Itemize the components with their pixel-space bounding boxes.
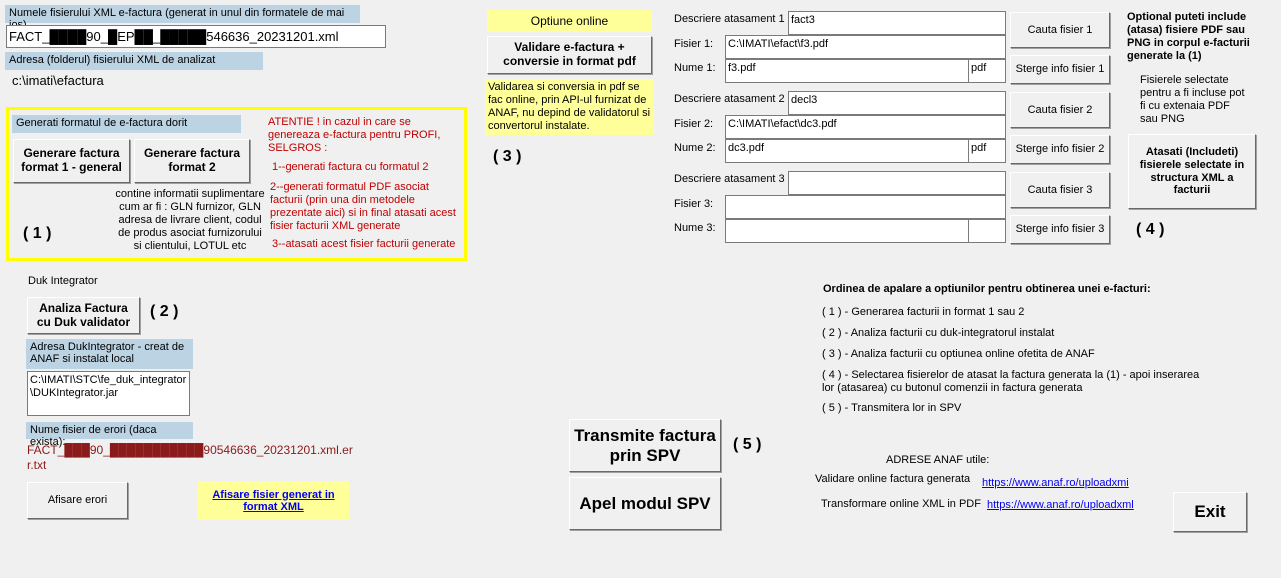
anaf-convert-link[interactable]: https://www.anaf.ro/uploadxml: [987, 499, 1134, 511]
step-5-marker: ( 5 ): [733, 436, 762, 453]
attach3-file-label: Fisier 3:: [674, 198, 714, 210]
format2-info-text: contine informatii suplimentare cum ar f…: [115, 188, 265, 252]
attach1-desc-input[interactable]: fact3: [788, 11, 1006, 35]
order-step5: ( 5 ) - Transmitera lor in SPV: [822, 402, 962, 414]
generate-group-title: Generati formatul de e-factura dorit: [12, 115, 241, 133]
attach3-desc-input[interactable]: [788, 171, 1006, 195]
order-step4b: lor (atasarea) cu butonul comenzii in fa…: [822, 382, 1083, 394]
transmit-spv-button[interactable]: Transmite factura prin SPV: [569, 419, 721, 472]
attention-step3: 3--atasati acest fisier facturii generat…: [272, 238, 456, 250]
anaf-validate-link[interactable]: https://www.anaf.ro/uploadxmi: [982, 477, 1129, 489]
attach1-name-input[interactable]: f3.pdf: [725, 59, 969, 83]
duk-address-line2: \DUKIntegrator.jar: [30, 387, 119, 399]
order-step1: ( 1 ) - Generarea facturii in format 1 s…: [822, 306, 1025, 318]
optional-attach-note: Optional puteti include (atasa) fisiere …: [1127, 11, 1250, 62]
folder-label: Adresa (folderul) fisierului XML de anal…: [5, 52, 263, 70]
step-1-marker: ( 1 ): [23, 225, 52, 242]
file-types-note: Fisierele selectate pentru a fi incluse …: [1140, 74, 1245, 125]
attach2-file-label: Fisier 2:: [674, 118, 714, 130]
attention-text: ATENTIE ! in cazul in care se genereaza …: [268, 116, 441, 154]
online-option-title: Optiune online: [487, 10, 652, 32]
show-xml-link-box: Afisare fisier generat in format XML: [198, 481, 349, 520]
generate-format1-button[interactable]: Generare factura format 1 - general: [13, 139, 130, 183]
attention-step2: 2--generati formatul PDF asociat facturi…: [270, 181, 456, 232]
online-info-text: Validarea si conversia in pdf se fac onl…: [485, 79, 654, 135]
step-2-marker: ( 2 ): [150, 303, 179, 320]
order-title: Ordinea de apalare a optiunilor pentru o…: [823, 283, 1151, 295]
generate-format2-button[interactable]: Generare factura format 2: [134, 139, 250, 183]
error-file-label: Nume fisier de erori (daca exista):: [26, 422, 193, 448]
error-file-value: FACT_███90_███████████90546636_20231201.…: [27, 443, 353, 472]
xml-name-label: Numele fisierului XML e-factura (generat…: [5, 5, 360, 31]
attach2-desc-input[interactable]: decl3: [788, 91, 1006, 115]
step-4-marker: ( 4 ): [1136, 221, 1165, 238]
clear-file1-button[interactable]: Sterge info fisier 1: [1010, 55, 1110, 84]
show-errors-button[interactable]: Afisare erori: [27, 482, 128, 519]
step-3-marker: ( 3 ): [493, 148, 522, 165]
attach3-file-input[interactable]: [725, 195, 1006, 219]
anaf-title: ADRESE ANAF utile:: [886, 454, 990, 466]
show-xml-link[interactable]: Afisare fisier generat in format XML: [212, 488, 335, 513]
duk-analyze-button[interactable]: Analiza Factura cu Duk validator: [27, 297, 140, 334]
attention-step1: 1--generati factura cu formatul 2: [272, 161, 429, 173]
attach2-ext-input[interactable]: pdf: [968, 139, 1006, 163]
attach1-file-input[interactable]: C:\IMATI\efact\f3.pdf: [725, 35, 1006, 59]
order-step4a: ( 4 ) - Selectarea fisierelor de atasat …: [822, 369, 1200, 381]
duk-address-input[interactable]: C:\IMATI\STC\fe_duk_integrator \DUKInteg…: [27, 371, 190, 416]
attach2-name-input[interactable]: dc3.pdf: [725, 139, 969, 163]
anaf-validate-label: Validare online factura generata: [815, 473, 971, 485]
attach3-desc-label: Descriere atasament 3: [674, 173, 785, 185]
attach1-desc-label: Descriere atasament 1: [674, 13, 785, 25]
duk-label: Duk Integrator: [28, 275, 98, 287]
spv-module-button[interactable]: Apel modul SPV: [569, 477, 721, 530]
attach1-file-label: Fisier 1:: [674, 38, 714, 50]
search-file3-button[interactable]: Cauta fisier 3: [1010, 172, 1110, 208]
xml-name-input[interactable]: FACT_████90_█EP██_█████546636_20231201.x…: [6, 25, 386, 48]
online-validate-button[interactable]: Validare e-factura + conversie in format…: [487, 36, 652, 74]
attach2-name-label: Nume 2:: [674, 142, 716, 154]
search-file1-button[interactable]: Cauta fisier 1: [1010, 12, 1110, 48]
attach3-ext-input[interactable]: [968, 219, 1006, 243]
attach3-name-label: Nume 3:: [674, 222, 716, 234]
duk-address-line1: C:\IMATI\STC\fe_duk_integrator: [30, 374, 187, 386]
attach1-name-label: Nume 1:: [674, 62, 716, 74]
duk-address-label: Adresa DukIntegrator - creat de ANAF si …: [26, 339, 193, 369]
include-attachments-button[interactable]: Atasati (Includeti) fisierele selectate …: [1128, 134, 1256, 209]
attach2-desc-label: Descriere atasament 2: [674, 93, 785, 105]
order-step3: ( 3 ) - Analiza facturii cu optiunea onl…: [822, 348, 1095, 360]
attach2-file-input[interactable]: C:\IMATI\efact\dc3.pdf: [725, 115, 1006, 139]
exit-button[interactable]: Exit: [1173, 492, 1247, 532]
clear-file3-button[interactable]: Sterge info fisier 3: [1010, 215, 1110, 244]
attach1-ext-input[interactable]: pdf: [968, 59, 1006, 83]
generate-group-box: [6, 107, 467, 261]
anaf-convert-label: Transformare online XML in PDF: [821, 498, 981, 510]
attach3-name-input[interactable]: [725, 219, 969, 243]
order-step2: ( 2 ) - Analiza facturii cu duk-integrat…: [822, 327, 1055, 339]
search-file2-button[interactable]: Cauta fisier 2: [1010, 92, 1110, 128]
folder-value: c:\imati\efactura: [12, 73, 104, 88]
clear-file2-button[interactable]: Sterge info fisier 2: [1010, 135, 1110, 164]
